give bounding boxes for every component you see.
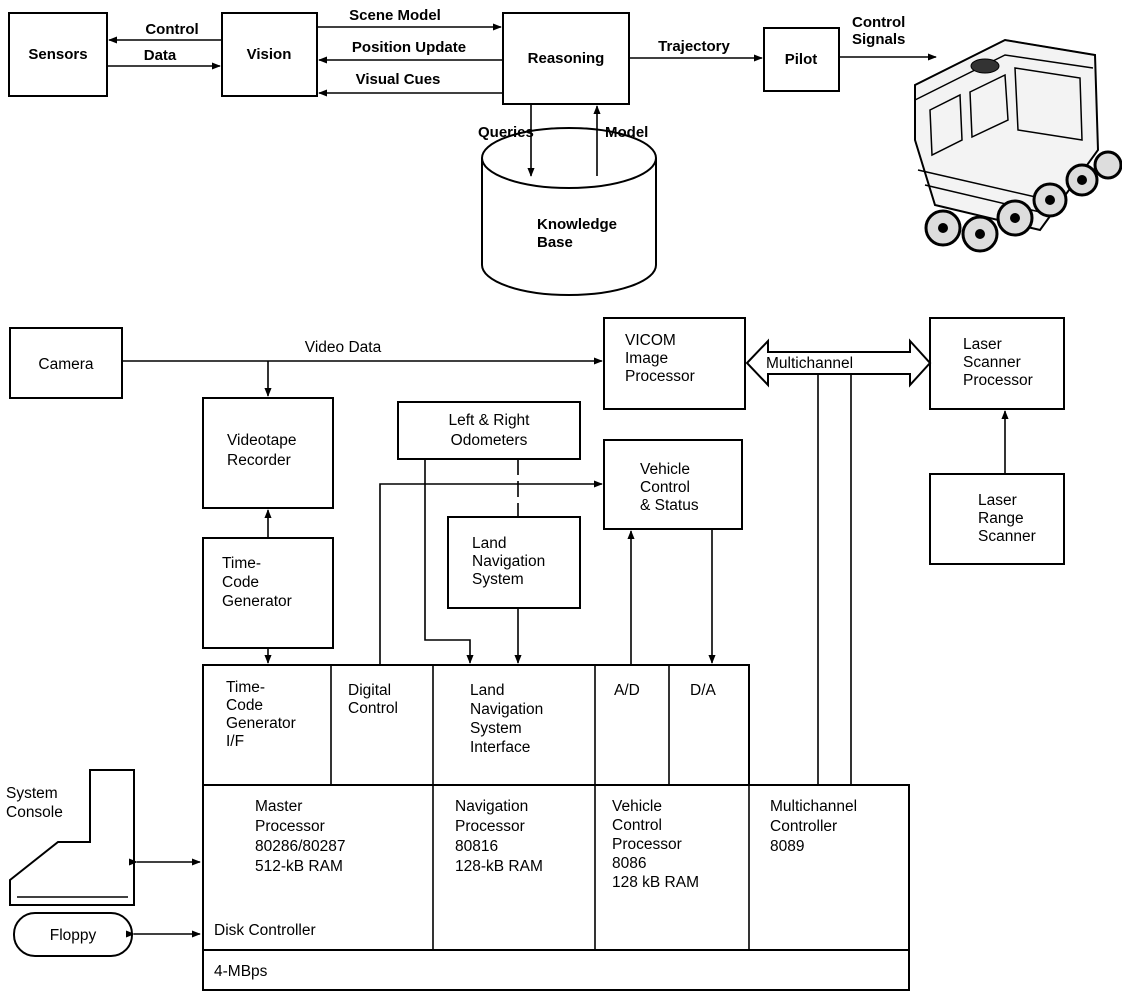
pilot-box <box>763 27 840 92</box>
tc-if-label-3: Generator <box>226 715 296 732</box>
pilot-label: Pilot <box>785 51 818 68</box>
vicom-label-1: VICOM <box>625 332 676 349</box>
lns-label-2: Navigation <box>472 553 545 570</box>
laser-range-label-1: Laser <box>978 492 1017 509</box>
nav-proc-label-2: Processor <box>455 818 525 835</box>
odometers-label-1: Left & Right <box>449 412 531 429</box>
digital-control-label-2: Control <box>348 700 398 717</box>
knowledge-base-cylinder-body <box>481 158 657 296</box>
console-label-2: Console <box>6 804 63 821</box>
laser-range-label-2: Range <box>978 510 1024 527</box>
control-signals-label-2: Signals <box>852 31 905 48</box>
tc-if-label-2: Code <box>226 697 263 714</box>
lns-if-label-3: System <box>470 720 522 737</box>
laser-proc-label-2: Scanner <box>963 354 1021 371</box>
interface-row <box>202 664 750 786</box>
mc-ctrl-label-2: Controller <box>770 818 837 835</box>
lns-if-label-1: Land <box>470 682 504 699</box>
master-label-1: Master <box>255 798 302 815</box>
digital-control-label-1: Digital <box>348 682 391 699</box>
visual-cues-label: Visual Cues <box>356 71 441 88</box>
sensors-box <box>8 12 108 97</box>
vicom-label-3: Processor <box>625 368 695 385</box>
veh-ctrl-label-2: Control <box>640 479 690 496</box>
base-label: Base <box>537 234 573 251</box>
nav-proc-label-4: 128-kB RAM <box>455 858 543 875</box>
processor-row <box>202 784 910 951</box>
tcg-label-3: Generator <box>222 593 292 610</box>
vtr-label-2: Recorder <box>227 452 291 469</box>
lns-label-1: Land <box>472 535 506 552</box>
vicom-label-2: Image <box>625 350 668 367</box>
mc-ctrl-label-3: 8089 <box>770 838 804 855</box>
laser-proc-label-1: Laser <box>963 336 1002 353</box>
camera-box <box>9 327 123 399</box>
veh-proc-label-1: Vehicle <box>612 798 662 815</box>
veh-ctrl-label-1: Vehicle <box>640 461 690 478</box>
reasoning-label: Reasoning <box>528 50 605 67</box>
laser-range-scanner-box <box>929 473 1065 565</box>
control-signals-label-1: Control <box>852 14 905 31</box>
ad-label: A/D <box>614 682 640 699</box>
veh-proc-label-5: 128 kB RAM <box>612 874 699 891</box>
data-label: Data <box>144 47 177 64</box>
time-code-generator-box <box>202 537 334 649</box>
master-label-3: 80286/80287 <box>255 838 346 855</box>
trajectory-label: Trajectory <box>658 38 730 55</box>
scene-model-label: Scene Model <box>349 7 441 24</box>
vehicle-control-status-box <box>603 439 743 530</box>
knowledge-label: Knowledge <box>537 216 617 233</box>
master-label-4: 512-kB RAM <box>255 858 343 875</box>
lns-label-3: System <box>472 571 524 588</box>
bus-label: 4-MBps <box>214 963 268 980</box>
tcg-label-1: Time- <box>222 555 261 572</box>
nav-proc-label-1: Navigation <box>455 798 528 815</box>
model-label: Model <box>605 124 648 141</box>
queries-label: Queries <box>478 124 534 141</box>
position-update-label: Position Update <box>352 39 466 56</box>
sensors-label: Sensors <box>28 46 87 63</box>
vicom-box <box>603 317 746 410</box>
vision-label: Vision <box>247 46 292 63</box>
vision-box <box>221 12 318 97</box>
tcg-label-2: Code <box>222 574 259 591</box>
mc-ctrl-label-1: Multichannel <box>770 798 857 815</box>
camera-label: Camera <box>38 356 94 373</box>
video-data-label: Video Data <box>305 339 382 356</box>
nav-proc-label-3: 80816 <box>455 838 498 855</box>
da-label: D/A <box>690 682 717 699</box>
lns-if-label-2: Navigation <box>470 701 543 718</box>
console-label-1: System <box>6 785 58 802</box>
laser-scanner-processor-box <box>929 317 1065 410</box>
land-navigation-system-box <box>447 516 581 609</box>
veh-proc-label-4: 8086 <box>612 855 646 872</box>
veh-proc-label-3: Processor <box>612 836 682 853</box>
laser-range-label-3: Scanner <box>978 528 1036 545</box>
veh-ctrl-label-3: & Status <box>640 497 699 514</box>
reasoning-box <box>502 12 630 105</box>
vtr-label-1: Videotape <box>227 432 297 449</box>
veh-proc-label-2: Control <box>612 817 662 834</box>
master-label-2: Processor <box>255 818 325 835</box>
vehicle-illustration <box>914 38 1122 253</box>
digital-control-to-vehicle-arrow <box>379 480 603 665</box>
lns-if-label-4: Interface <box>470 739 530 756</box>
odometers-box <box>397 401 581 460</box>
odometers-label-2: Odometers <box>451 432 528 449</box>
control-label: Control <box>145 21 198 38</box>
odometers-to-lns-if-arrow <box>424 459 474 664</box>
tc-if-label-1: Time- <box>226 679 265 696</box>
laser-proc-label-3: Processor <box>963 372 1033 389</box>
multichannel-label: Multichannel <box>766 355 853 372</box>
videotape-recorder-box <box>202 397 334 509</box>
floppy-label: Floppy <box>50 927 97 944</box>
multichannel-bus-arrow <box>745 338 932 388</box>
tc-if-label-4: I/F <box>226 733 244 750</box>
system-console-icon <box>9 769 135 906</box>
disk-controller-label: Disk Controller <box>214 922 316 939</box>
bus-row <box>202 949 910 991</box>
knowledge-base-cylinder-top <box>481 127 657 189</box>
